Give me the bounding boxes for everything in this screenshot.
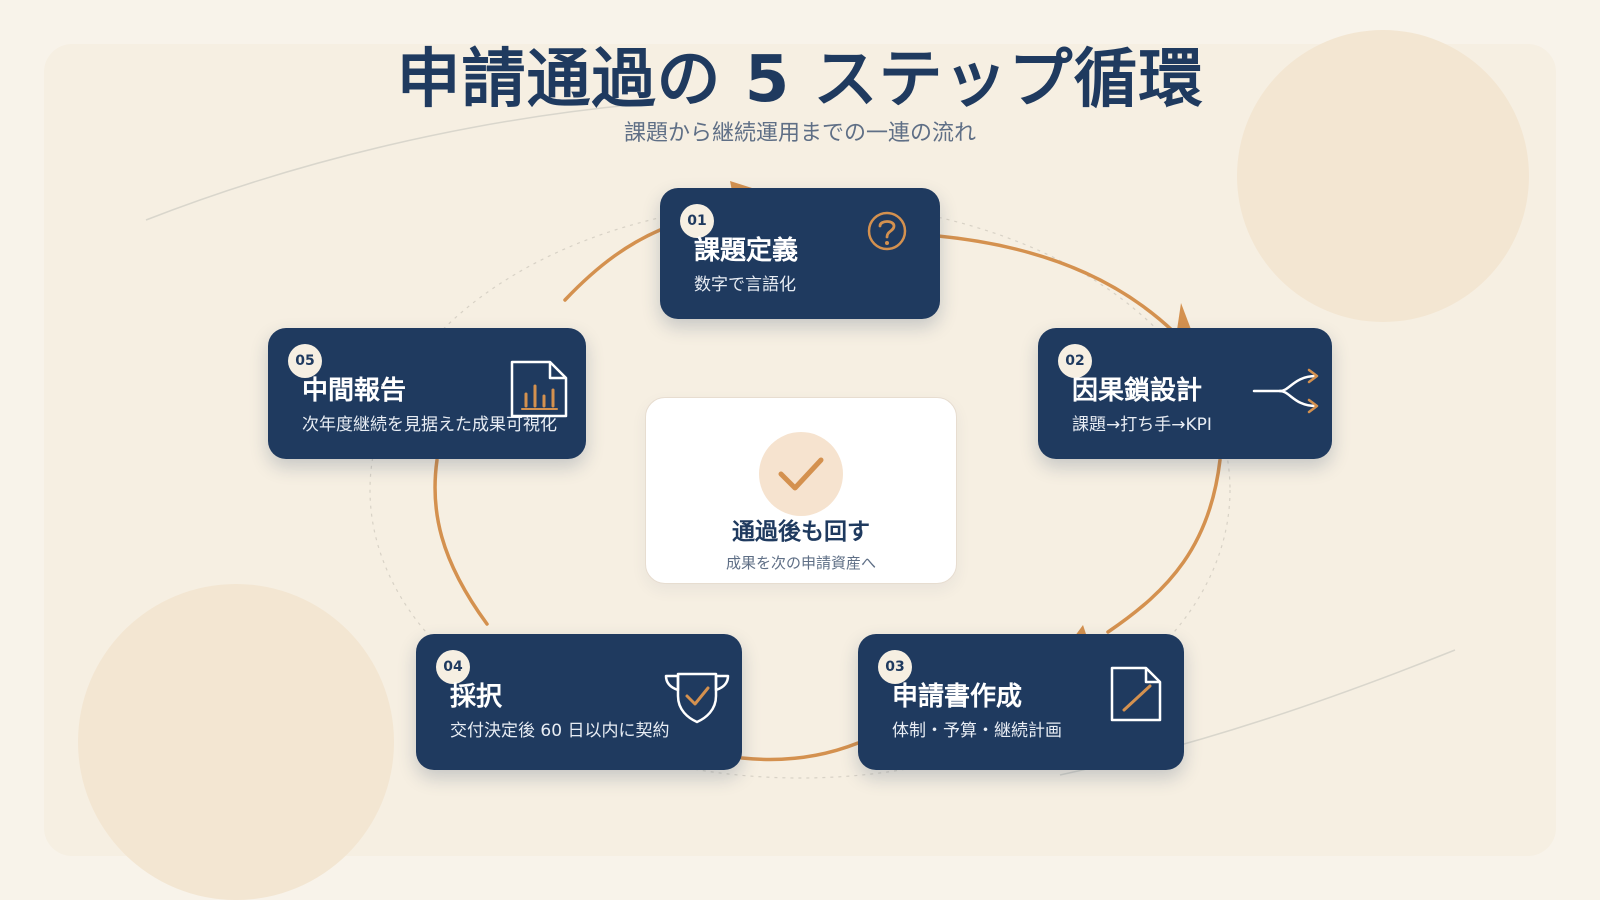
step-title: 申請書作成: [892, 682, 1023, 712]
step-card-05: 05 中間報告 次年度継続を見据えた成果可視化: [268, 328, 586, 459]
step-description: 数字で言語化: [694, 275, 796, 295]
arrowhead: [1177, 303, 1192, 332]
cycle-arc-5-1: [563, 228, 662, 302]
page-title: 申請通過の 5 ステップ循環: [396, 43, 1204, 117]
step-number-badge: 02: [1058, 344, 1092, 378]
document-pen-icon: [1110, 666, 1162, 722]
check-icon: [778, 457, 824, 491]
branch-arrows-icon: [1252, 368, 1319, 414]
step-card-02: 02 因果鎖設計 課題→打ち手→KPI: [1038, 328, 1332, 459]
decorative-circle-top-right: [1237, 30, 1529, 322]
decorative-swoosh-line: [145, 103, 641, 221]
cycle-arc-3-4: [740, 741, 860, 762]
center-summary-card: 通過後も回す 成果を次の申請資産へ: [645, 397, 957, 584]
page-subtitle: 課題から継続運用までの一連の流れ: [623, 121, 976, 146]
step-number-badge: 01: [680, 204, 714, 238]
decorative-circle-bottom-left: [78, 584, 394, 900]
center-title: 通過後も回す: [732, 519, 870, 545]
step-card-01: 01 課題定義 数字で言語化: [660, 188, 940, 319]
step-description: 交付決定後 60 日以内に契約: [450, 721, 670, 741]
step-title: 因果鎖設計: [1072, 376, 1203, 406]
step-description: 次年度継続を見据えた成果可視化: [302, 415, 557, 435]
report-chart-icon: [510, 360, 568, 418]
step-title: 中間報告: [302, 376, 407, 406]
shield-check-icon: [664, 672, 730, 724]
step-number-badge: 03: [878, 650, 912, 684]
dashed-guide-ellipse: [369, 201, 1231, 779]
question-icon: [867, 211, 907, 251]
check-circle: [759, 432, 843, 516]
step-description: 課題→打ち手→KPI: [1072, 415, 1212, 435]
step-description: 体制・予算・継続計画: [892, 721, 1062, 741]
cycle-arc-4-5: [433, 458, 489, 626]
cycle-arc-1-2: [936, 234, 1177, 335]
center-subtitle: 成果を次の申請資産へ: [725, 554, 876, 572]
step-title: 課題定義: [694, 236, 799, 266]
step-number-badge: 04: [436, 650, 470, 684]
step-card-04: 04 採択 交付決定後 60 日以内に契約: [416, 634, 742, 770]
cycle-arc-2-3: [1106, 458, 1222, 634]
step-card-03: 03 申請書作成 体制・予算・継続計画: [858, 634, 1184, 770]
step-title: 採択: [450, 682, 503, 712]
step-number-badge: 05: [288, 344, 322, 378]
